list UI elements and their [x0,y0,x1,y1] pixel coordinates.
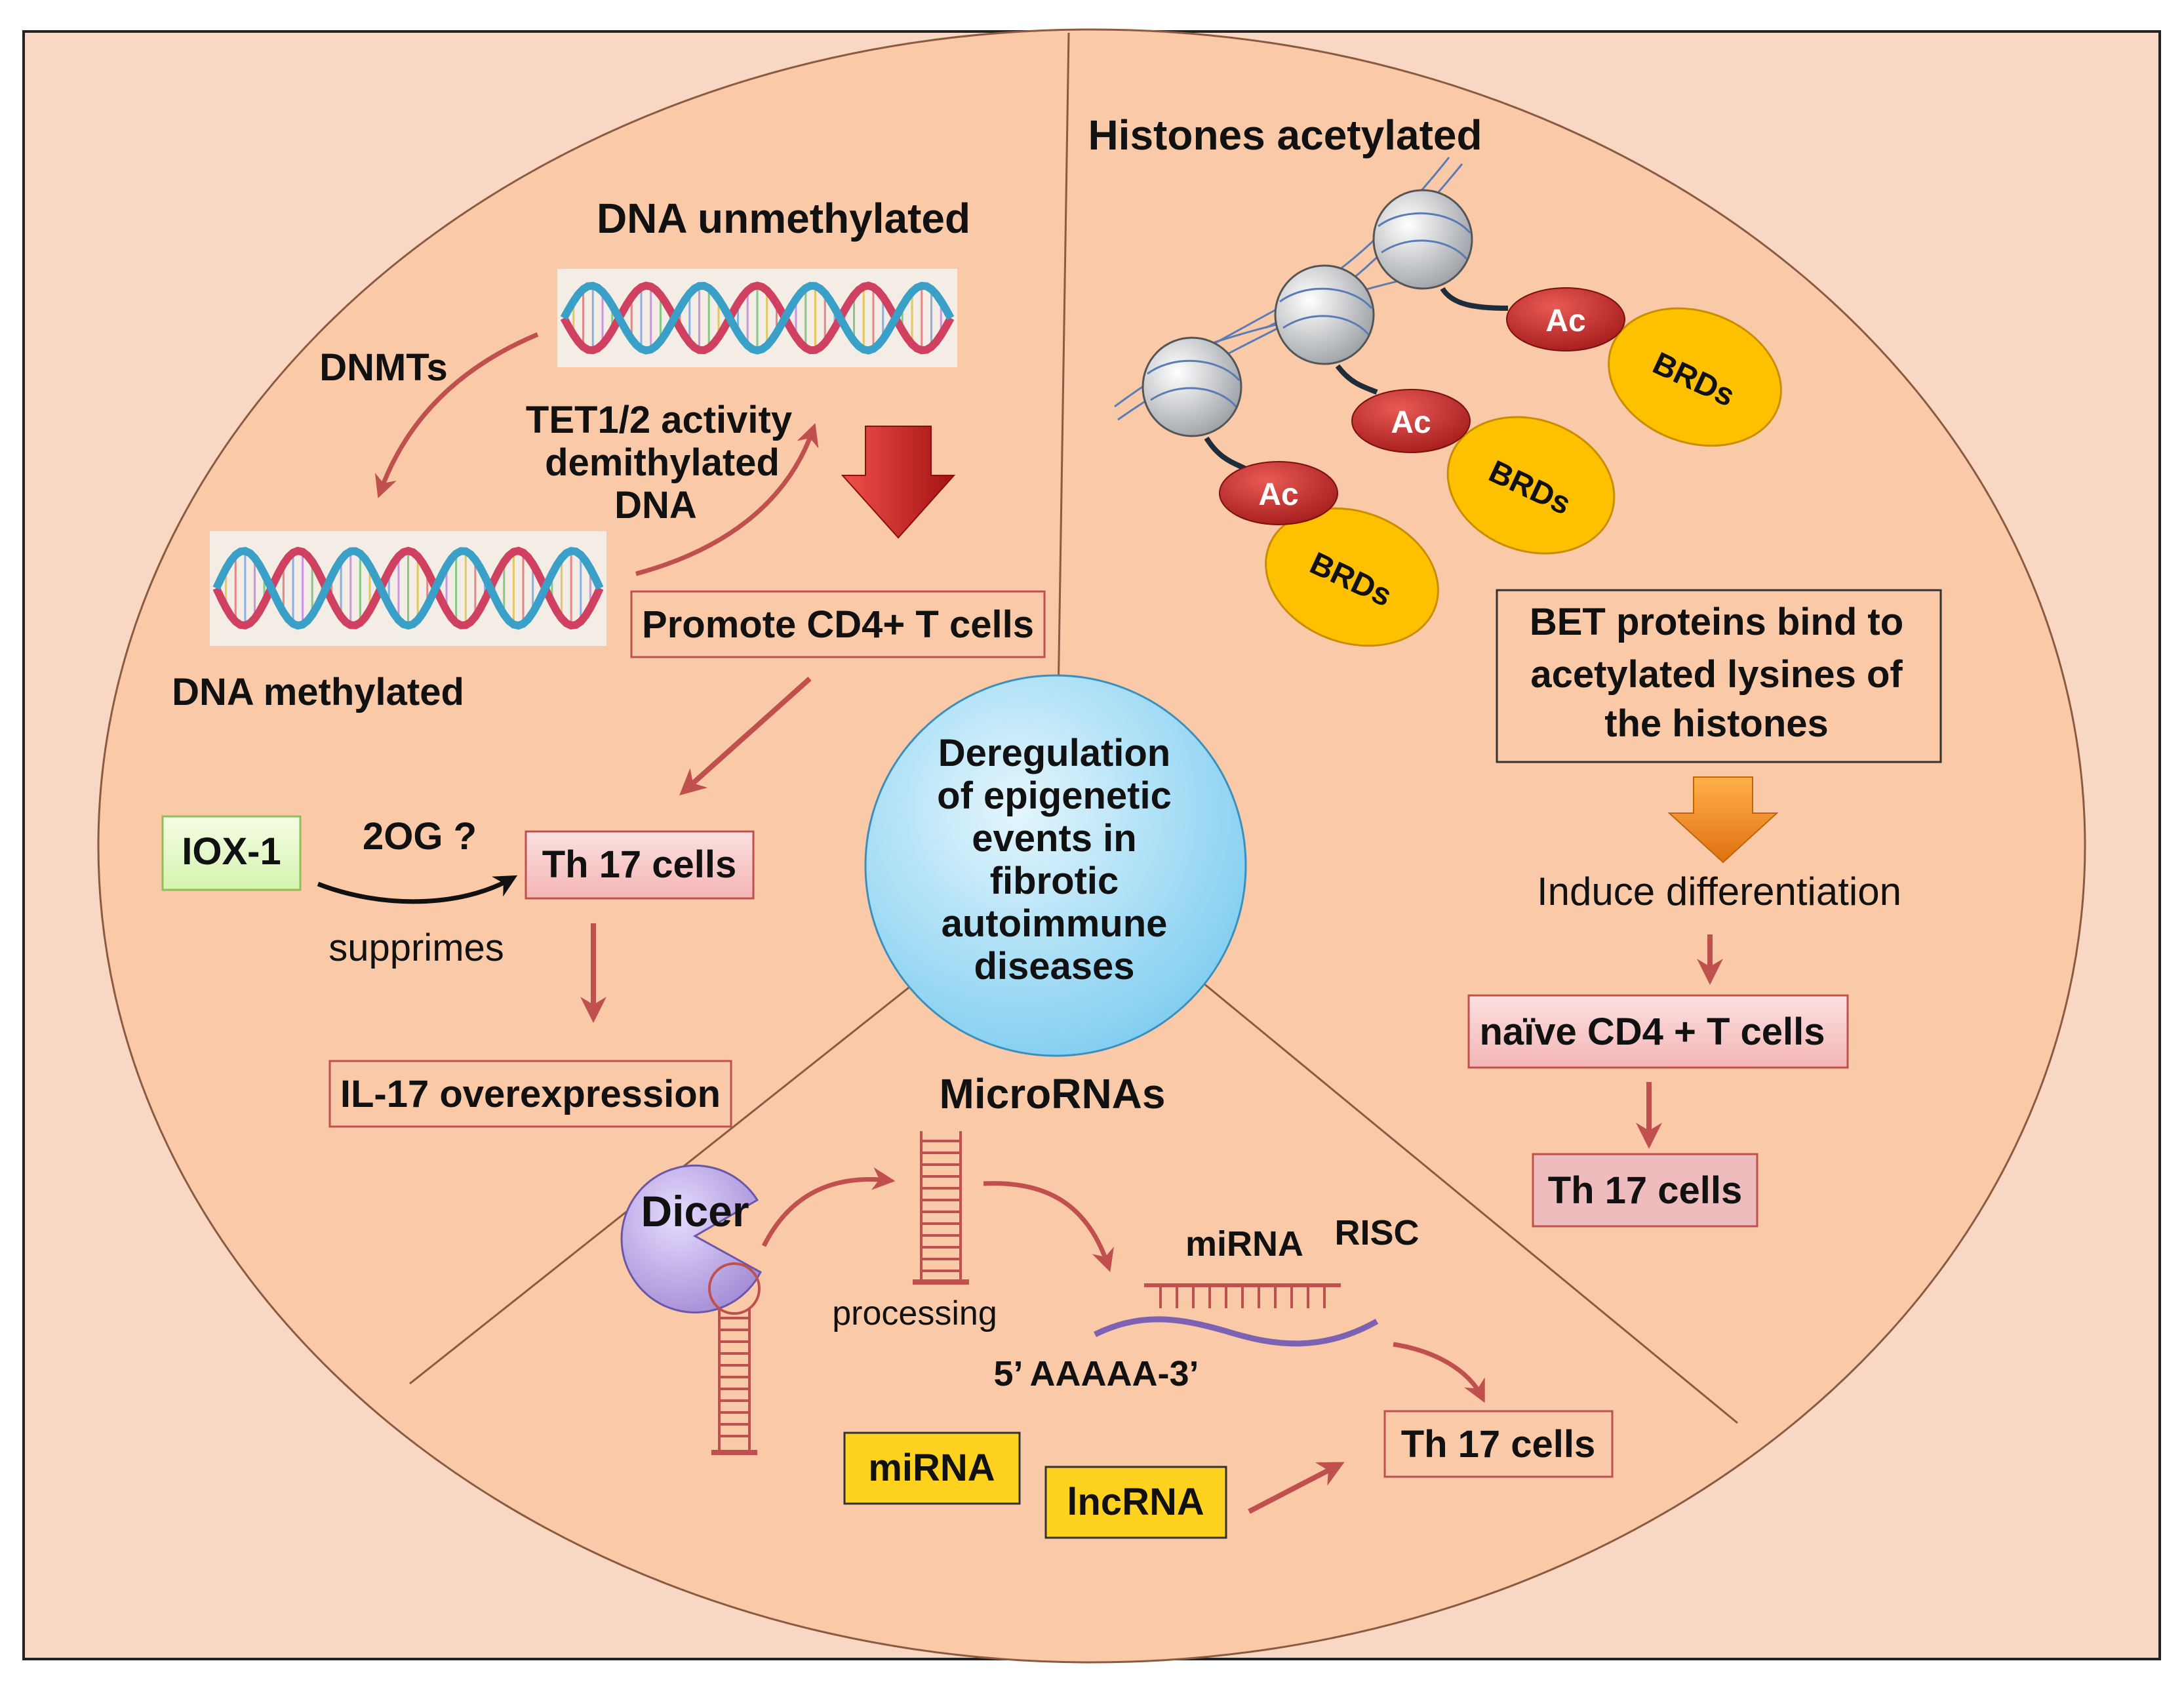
th17-box-right [1532,1153,1758,1228]
th17-label-left: Th 17 cells [542,843,737,886]
dna-unmethylated-title: DNA unmethylated [597,195,970,242]
dicer-to-processing-arrow [761,1167,896,1247]
ac-1: Ac [1219,461,1338,525]
ac-3: Ac [1506,287,1625,351]
center-line-3: events in [972,817,1136,860]
center-line-6: diseases [974,945,1134,988]
dna-helix-methylated [210,531,606,646]
center-line-4: fibrotic [990,860,1119,902]
induce-label: Induce differentiation [1537,870,1901,913]
mirna-box [843,1432,1021,1505]
th17-box-bottom [1383,1410,1614,1478]
center-line-2: of epigenetic [937,774,1172,817]
brd-1: BRDs [1265,507,1439,647]
mirna-comb [1144,1283,1341,1308]
ac-2: Ac [1351,389,1471,453]
lncrna-box [1044,1466,1227,1539]
il17-box [328,1060,732,1128]
dicer-shape [620,1164,762,1313]
tet-line-1: TET1/2 activity [526,399,792,441]
tet-line-3: DNA [614,484,697,527]
nucleosome-3 [1372,189,1473,290]
processing-to-mirna-arrow [983,1181,1114,1272]
promote-label: Promote CD4+ T cells [642,603,1034,646]
promote-box [630,590,1046,658]
bet-line-3: the histones [1604,702,1829,745]
center-circle [864,674,1247,1057]
dicer-label: Dicer [641,1187,749,1235]
twoog-label: 2OG ? [363,815,477,858]
promote-to-th17-arrow [679,677,812,796]
nucleosome-1 [1142,336,1242,437]
lncrna-box-label: lncRNA [1067,1481,1204,1523]
mirna-to-th17-arrow [1393,1342,1485,1403]
ac-label-3: Ac [1545,304,1585,338]
dnmts-arrow [374,332,539,498]
brd-3: BRDs [1608,307,1782,447]
tet-line-2: demithylated [545,441,780,484]
iox-box [161,815,302,891]
histones-title: Histones acetylated [1088,111,1482,159]
red-down-arrow [841,426,956,539]
supprimes-label: supprimes [328,927,504,969]
orange-down-arrow [1667,776,1779,864]
supprimes-arrow [317,875,518,904]
iox-label: IOX-1 [182,830,281,873]
tet-arrow [635,423,819,576]
divider-right [1199,979,1738,1424]
naive-box [1467,994,1849,1069]
processing-label: processing [832,1294,997,1332]
brd-2: BRDs [1446,416,1616,555]
nucleosome-2 [1274,264,1375,365]
mirna-box-label: miRNA [868,1447,995,1489]
naive-label: naïve CD4 + T cells [1479,1011,1825,1053]
dnmts-label: DNMTs [319,346,447,389]
dna-helix-unmethylated [557,269,957,367]
th17-box-left [525,830,755,900]
ac-label-2: Ac [1391,405,1431,440]
bet-line-2: acetylated lysines of [1530,653,1903,696]
lncrna-to-th17-arrow [1248,1462,1345,1514]
dna-methylated-label: DNA methylated [172,671,464,713]
histone-tails [1204,287,1509,471]
risc-label: RISC [1334,1213,1419,1252]
center-line-1: Deregulation [938,732,1171,774]
bet-box [1496,589,1942,763]
pre-mirna-hairpin [708,1262,761,1455]
processing-ladder [913,1131,969,1285]
mirna-label: miRNA [1185,1224,1303,1264]
mrna-strand [1093,1316,1379,1347]
il17-label: IL-17 overexpression [340,1073,721,1115]
ac-label-1: Ac [1258,477,1298,512]
th17-label-bottom: Th 17 cells [1401,1423,1596,1466]
micrornas-title: MicroRNAs [940,1070,1166,1117]
th17-label-right: Th 17 cells [1548,1169,1743,1212]
center-line-5: autoimmune [942,902,1168,945]
polya-label: 5’ AAAAA-3’ [993,1354,1199,1393]
bet-line-1: BET proteins bind to [1530,601,1903,643]
